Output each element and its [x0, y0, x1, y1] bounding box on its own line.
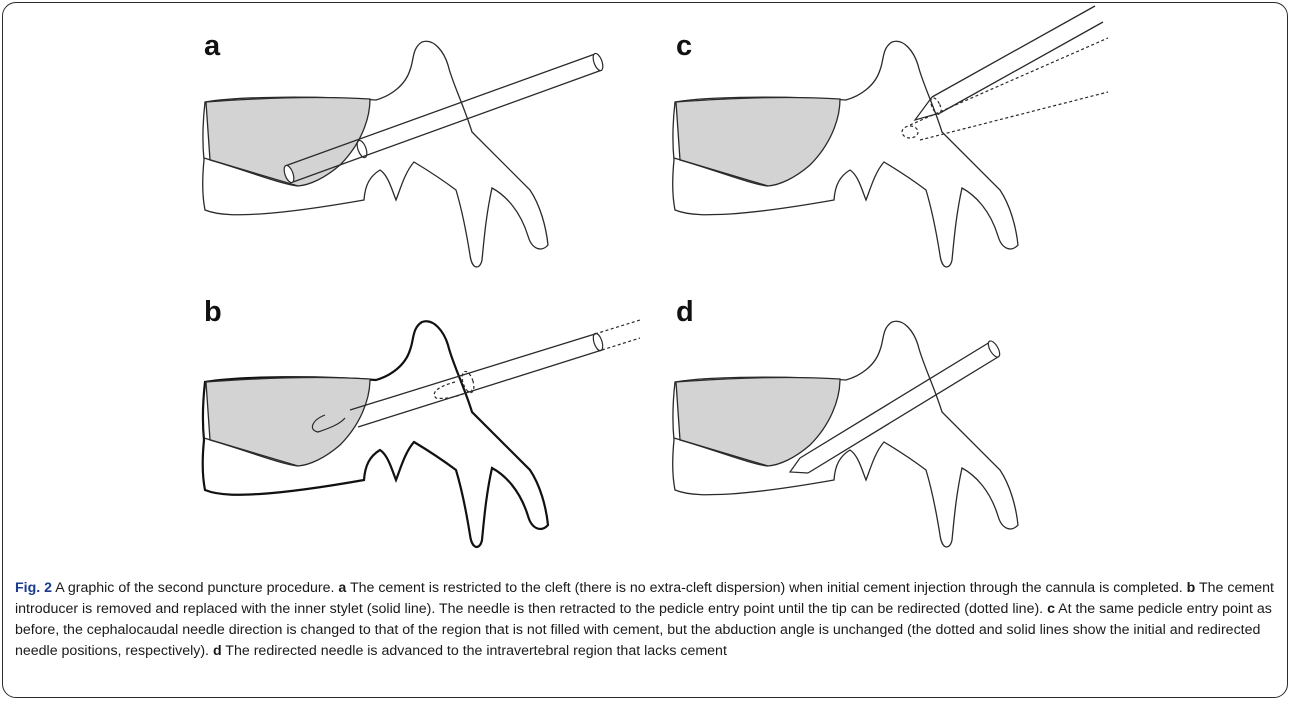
cement-area — [676, 378, 840, 466]
figure-caption: Fig. 2 A graphic of the second puncture … — [15, 578, 1277, 662]
panel-label-c: c — [676, 32, 692, 61]
panel-label-b: b — [204, 298, 222, 327]
caption-text-a: The cement is restricted to the cleft (t… — [346, 580, 1186, 596]
caption-text-d: The redirected needle is advanced to the… — [222, 643, 727, 659]
panel-label-a: a — [204, 32, 220, 61]
cement-area — [676, 98, 840, 186]
panel-d — [670, 320, 1110, 570]
panel-label-d: d — [676, 298, 694, 327]
panel-b — [200, 320, 640, 570]
panel-a-drawing — [200, 30, 620, 275]
caption-label-b: b — [1187, 580, 1196, 596]
caption-intro: A graphic of the second puncture procedu… — [52, 580, 338, 596]
panel-a — [200, 30, 620, 275]
caption-label-d: d — [213, 643, 222, 659]
panel-d-drawing — [670, 320, 1110, 570]
panel-b-drawing — [200, 320, 640, 570]
panel-c-drawing — [670, 30, 1110, 275]
panel-c — [670, 30, 1110, 275]
caption-fig-label: Fig. 2 — [15, 580, 52, 596]
cement-area — [206, 378, 370, 466]
caption-label-c: c — [1047, 601, 1055, 617]
